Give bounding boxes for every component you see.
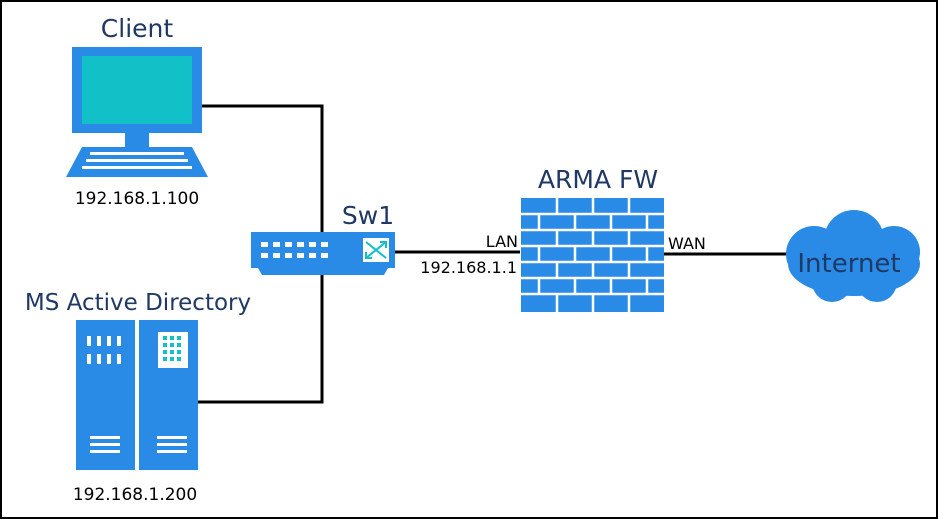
- firewall-icon: [521, 198, 664, 312]
- client-ip: 192.168.1.100: [75, 189, 199, 209]
- cloud-icon: [786, 210, 920, 302]
- link-client-switch: [200, 104, 324, 232]
- ad-title: MS Active Directory: [25, 290, 251, 316]
- client-title: Client: [101, 14, 174, 43]
- firewall-title: ARMA FW: [538, 165, 658, 194]
- lan-label: LAN: [486, 232, 518, 251]
- lan-ip: 192.168.1.1: [420, 258, 517, 277]
- switch-icon: [251, 232, 395, 275]
- link-ad-switch: [198, 272, 324, 404]
- laptop-icon: [66, 47, 208, 177]
- server-icon: [76, 320, 198, 470]
- switch-title: Sw1: [342, 201, 394, 230]
- internet-title: Internet: [797, 249, 900, 279]
- connections: [198, 104, 790, 404]
- ad-ip: 192.168.1.200: [73, 485, 197, 505]
- wan-label: WAN: [668, 234, 706, 253]
